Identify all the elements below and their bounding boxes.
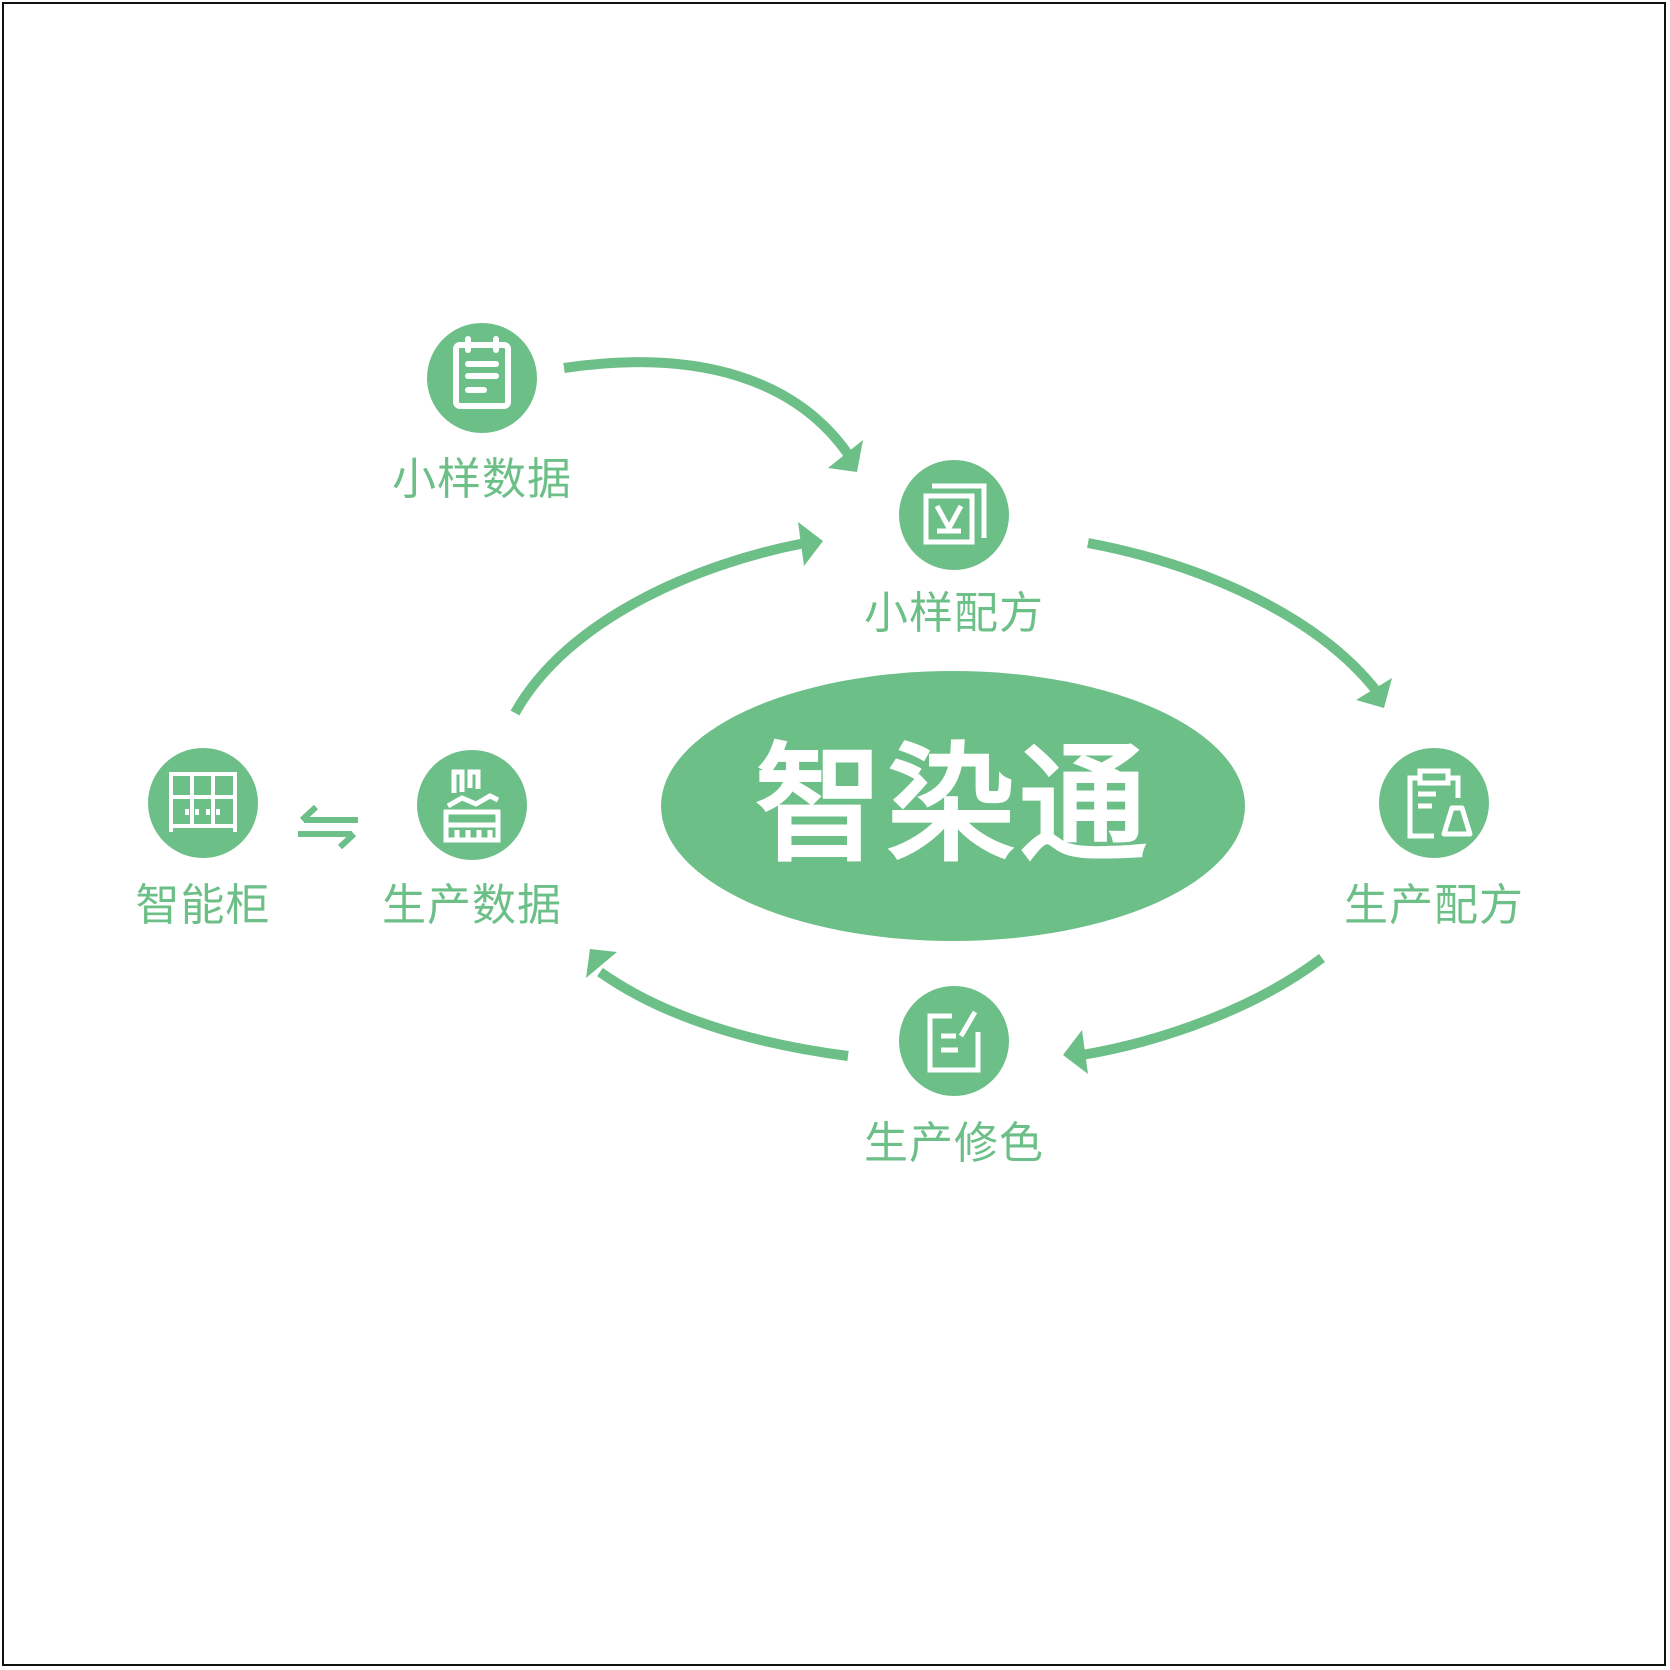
- clipboard-flask-icon: [1407, 768, 1473, 839]
- center-ellipse: [661, 671, 1245, 941]
- check-card-icon: [923, 483, 987, 545]
- arrow-production-data-to-sample-formula: [510, 522, 823, 716]
- label-sample-data: 小样数据: [392, 454, 572, 505]
- node-production-tinting[interactable]: [899, 986, 1009, 1096]
- node-sample-data[interactable]: [427, 323, 537, 433]
- arrow-sample-formula-to-production-formula: [1087, 538, 1392, 708]
- node-production-data[interactable]: [417, 750, 527, 860]
- arrow-production-formula-to-production-tinting: [1063, 954, 1326, 1074]
- exchange-arrows-icon: [298, 804, 358, 850]
- label-production-tinting: 生产修色: [864, 1118, 1044, 1169]
- center-title: 智染通: [754, 731, 1152, 880]
- cabinet-icon: [169, 772, 237, 832]
- label-production-formula: 生产配方: [1344, 880, 1524, 931]
- arrow-production-tinting-to-production-data: [586, 949, 849, 1061]
- node-production-formula[interactable]: [1379, 748, 1489, 858]
- label-production-data: 生产数据: [382, 880, 562, 931]
- arrow-sample-data-to-sample-formula: [563, 357, 863, 472]
- node-sample-formula[interactable]: [899, 460, 1009, 570]
- label-smart-cabinet: 智能柜: [135, 880, 271, 931]
- edit-document-icon: [927, 1010, 981, 1073]
- node-smart-cabinet[interactable]: [148, 748, 258, 858]
- label-sample-formula: 小样配方: [864, 588, 1044, 639]
- factory-icon: [443, 769, 501, 843]
- notepad-icon: [453, 336, 511, 409]
